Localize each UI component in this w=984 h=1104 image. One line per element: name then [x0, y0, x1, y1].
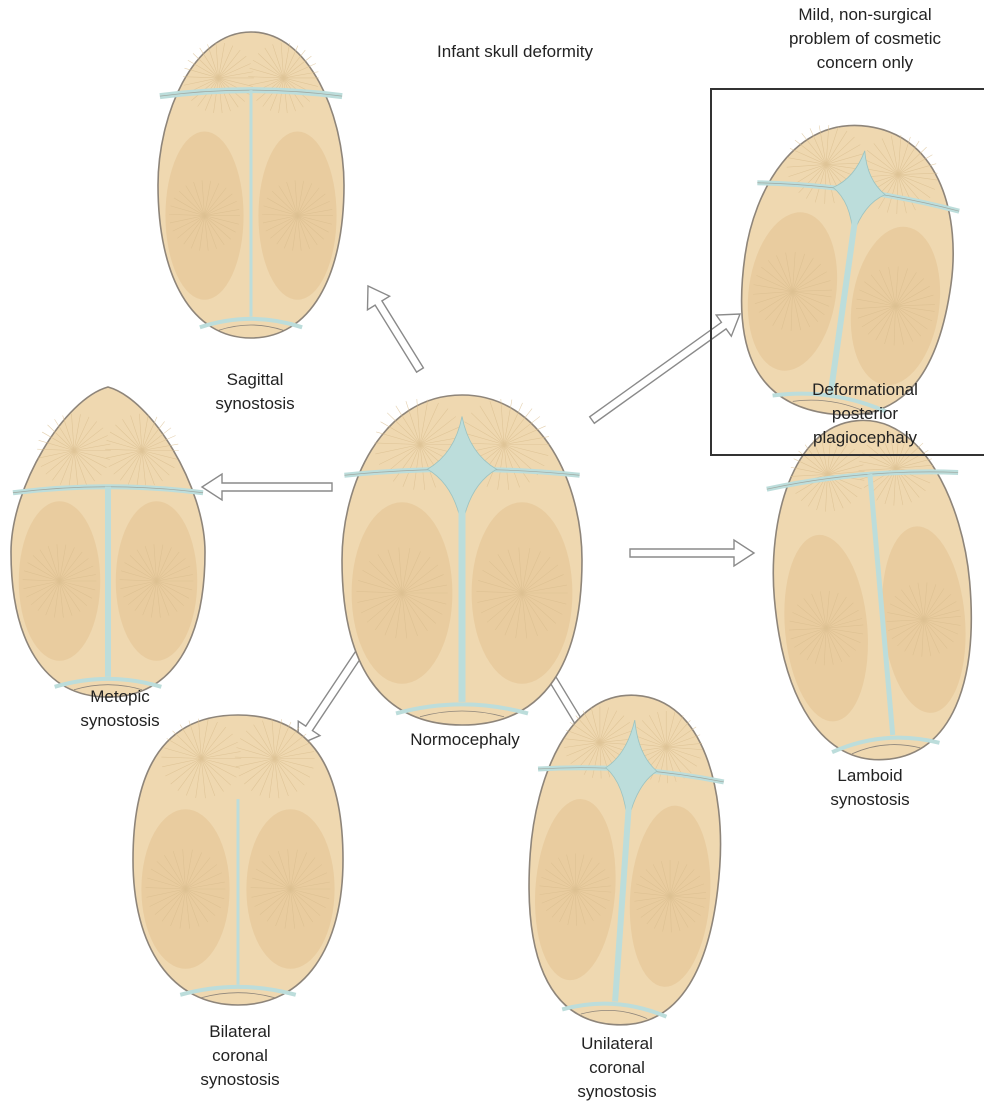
- cosmetic-note-line-3: concern only: [735, 51, 984, 75]
- label-unilateral: Unilateral coronal synostosis: [537, 1032, 697, 1104]
- skull-bilateral: [133, 715, 343, 1005]
- skull-lamboid: [760, 412, 984, 768]
- label-bilateral-line-3: synostosis: [160, 1068, 320, 1092]
- label-sagittal: Sagittal synostosis: [175, 368, 335, 416]
- label-bilateral: Bilateral coronal synostosis: [160, 1020, 320, 1092]
- arrow-to-lamboid: [630, 540, 754, 566]
- label-lamboid-line-1: Lamboid: [790, 764, 950, 788]
- label-unilateral-line-2: coronal: [537, 1056, 697, 1080]
- cosmetic-note-line-2: problem of cosmetic: [735, 27, 984, 51]
- label-lamboid-line-2: synostosis: [790, 788, 950, 812]
- skull-normocephaly: [342, 395, 582, 725]
- cosmetic-note: Mild, non-surgical problem of cosmetic c…: [735, 3, 984, 75]
- label-metopic-line-1: Metopic: [40, 685, 200, 709]
- label-normocephaly-text: Normocephaly: [390, 728, 540, 752]
- label-plagiocephaly: Deformational posterior plagiocephaly: [780, 378, 950, 450]
- arrow-to-sagittal: [367, 286, 423, 372]
- skull-metopic: [11, 387, 205, 697]
- label-bilateral-line-1: Bilateral: [160, 1020, 320, 1044]
- skull-unilateral: [519, 689, 732, 1031]
- diagram-title-text: Infant skull deformity: [390, 40, 640, 64]
- label-plagio-line-2: posterior: [780, 402, 950, 426]
- diagram-title: Infant skull deformity: [390, 40, 640, 64]
- label-plagio-line-1: Deformational: [780, 378, 950, 402]
- label-plagio-line-3: plagiocephaly: [780, 426, 950, 450]
- label-sagittal-line-1: Sagittal: [175, 368, 335, 392]
- label-unilateral-line-1: Unilateral: [537, 1032, 697, 1056]
- label-unilateral-line-3: synostosis: [537, 1080, 697, 1104]
- label-normocephaly: Normocephaly: [390, 728, 540, 752]
- skull-sagittal: [158, 32, 344, 338]
- label-bilateral-line-2: coronal: [160, 1044, 320, 1068]
- label-sagittal-line-2: synostosis: [175, 392, 335, 416]
- label-metopic-line-2: synostosis: [40, 709, 200, 733]
- cosmetic-note-line-1: Mild, non-surgical: [735, 3, 984, 27]
- arrow-to-metopic: [202, 474, 332, 500]
- label-metopic: Metopic synostosis: [40, 685, 200, 733]
- label-lamboid: Lamboid synostosis: [790, 764, 950, 812]
